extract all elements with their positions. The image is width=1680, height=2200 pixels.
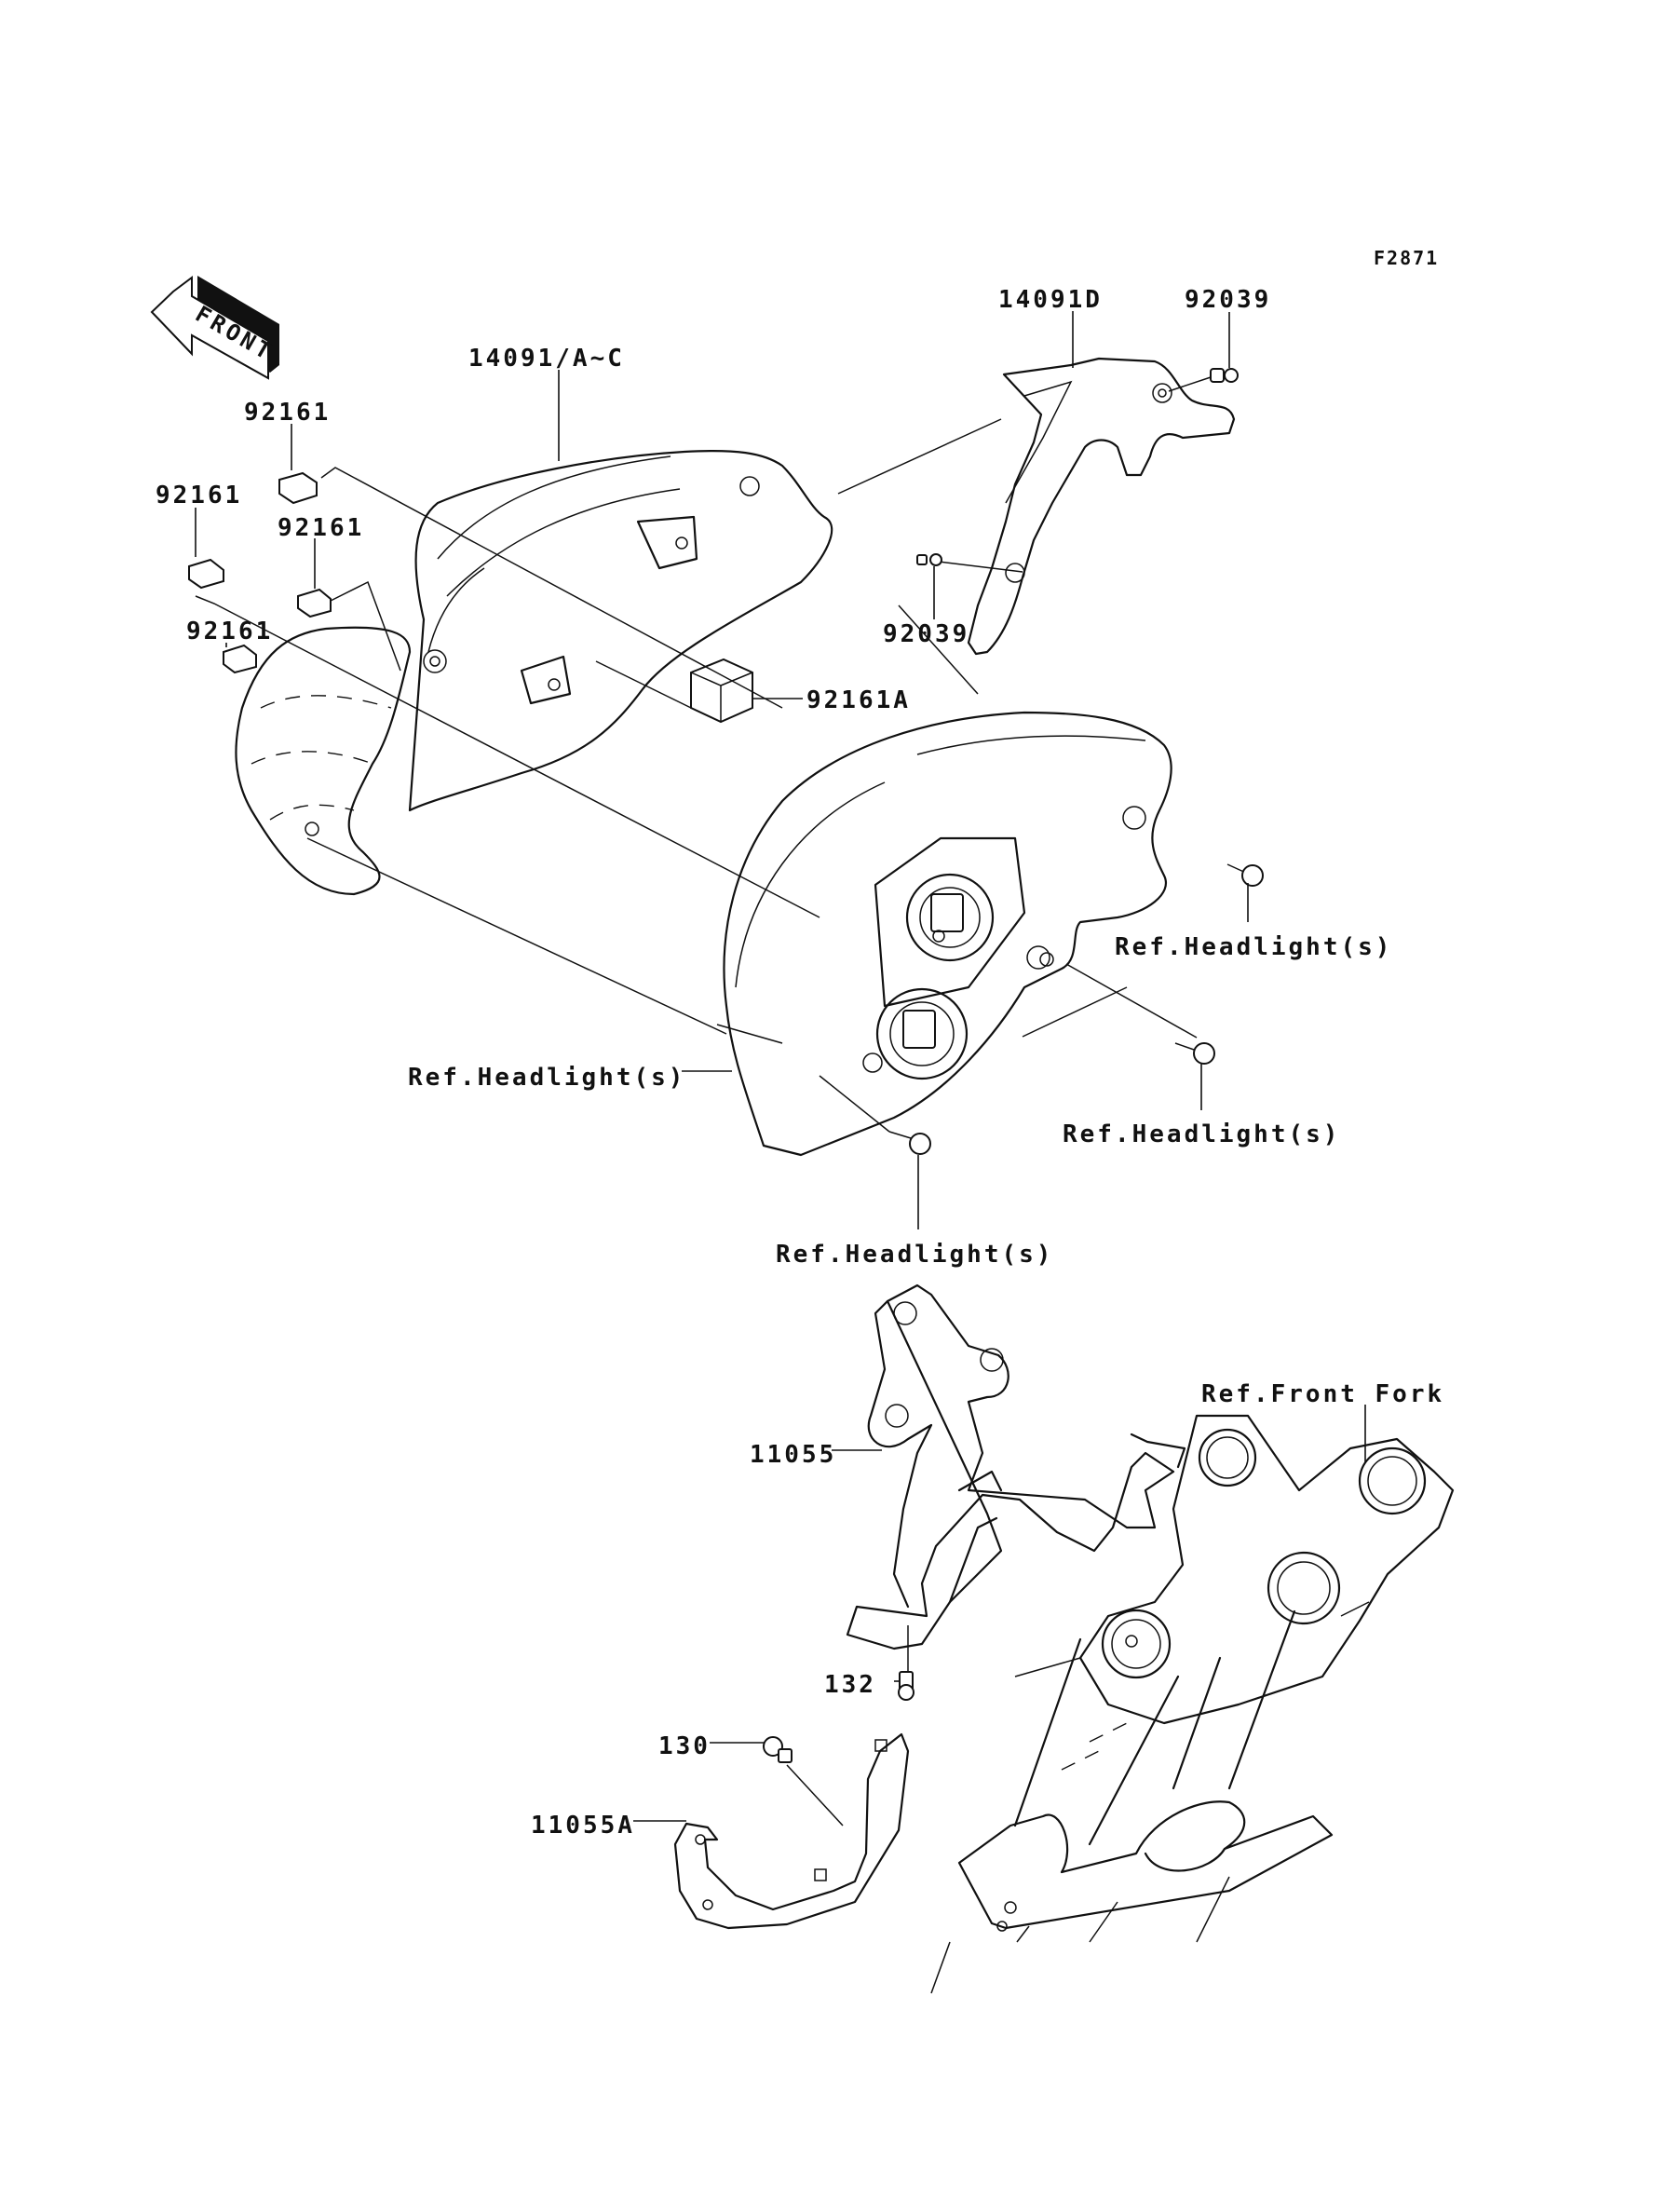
headlight-bolt-right-lower bbox=[1174, 1042, 1215, 1110]
callout-92161-2: 92161 bbox=[156, 482, 242, 509]
callout-92039-top: 92039 bbox=[1185, 286, 1271, 314]
callout-ref-headlight-1: Ref.Headlight(s) bbox=[1115, 933, 1392, 961]
upper-cowl-14091 bbox=[408, 449, 833, 812]
callout-ref-headlight-4: Ref.Headlight(s) bbox=[776, 1241, 1053, 1269]
front-fork-assembly bbox=[930, 1414, 1455, 1994]
stay-bracket-11055 bbox=[846, 1283, 1186, 1650]
headlight-assembly bbox=[723, 711, 1172, 1157]
stay-bracket-11055A bbox=[673, 1732, 910, 1930]
callout-ref-headlight-2: Ref.Headlight(s) bbox=[408, 1064, 685, 1092]
callout-11055A: 11055A bbox=[531, 1812, 635, 1840]
callout-14091D: 14091D bbox=[998, 286, 1103, 314]
inner-cover-14091D bbox=[967, 357, 1236, 656]
damper-92161-3 bbox=[297, 588, 332, 618]
callout-92161-3: 92161 bbox=[278, 514, 364, 542]
bolt-92039-top bbox=[1168, 368, 1239, 392]
callout-92161-1: 92161 bbox=[244, 399, 331, 427]
figure-id: F2871 bbox=[1374, 247, 1439, 269]
bolt-92039-lower bbox=[916, 553, 1023, 573]
front-arrow-icon: FRONT bbox=[150, 276, 279, 380]
leader-lines bbox=[195, 311, 1366, 1822]
bolt-132 bbox=[898, 1625, 915, 1701]
headlight-bolt-bottom bbox=[888, 1131, 931, 1229]
headlight-bolt-right-upper bbox=[1226, 863, 1264, 922]
callout-14091-a-c: 14091/A~C bbox=[468, 345, 625, 373]
damper-92161-4 bbox=[223, 644, 257, 674]
damper-92161A bbox=[690, 658, 753, 724]
callout-11055: 11055 bbox=[750, 1441, 836, 1469]
callout-ref-front-fork: Ref.Front Fork bbox=[1201, 1380, 1444, 1408]
callout-92161A: 92161A bbox=[806, 686, 911, 714]
callout-92039-lower: 92039 bbox=[883, 620, 969, 648]
assembly-lines bbox=[195, 418, 1198, 1133]
callout-130: 130 bbox=[658, 1732, 711, 1760]
side-panel bbox=[235, 626, 412, 896]
bolt-130 bbox=[763, 1736, 844, 1827]
callout-132: 132 bbox=[824, 1671, 876, 1699]
damper-92161-1 bbox=[278, 471, 318, 505]
callout-ref-headlight-3: Ref.Headlight(s) bbox=[1063, 1120, 1340, 1148]
callout-92161-4: 92161 bbox=[186, 618, 273, 645]
damper-92161-2 bbox=[188, 558, 224, 590]
